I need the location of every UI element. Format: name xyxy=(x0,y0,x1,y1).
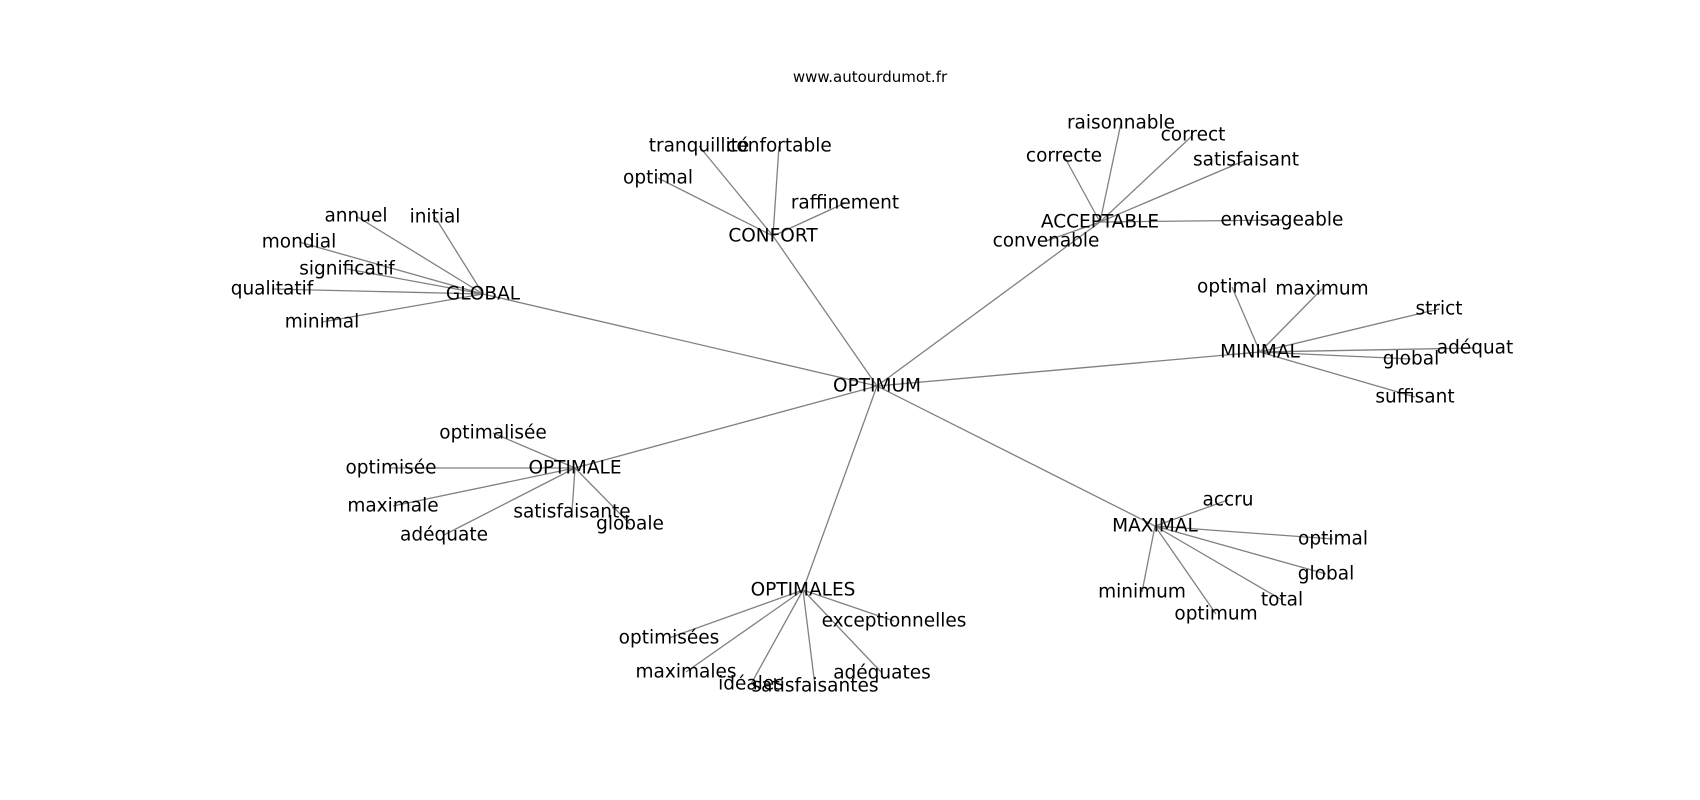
leaf-node: tranquillité xyxy=(649,136,750,157)
edge-minimal-2 xyxy=(1259,308,1440,353)
edge-minimal-1 xyxy=(1259,288,1323,353)
leaf-node: adéquates xyxy=(833,663,931,684)
leaf-node: exceptionnelles xyxy=(822,611,967,632)
edge-optimales-0 xyxy=(802,589,895,622)
hub-node-global: GLOBAL xyxy=(446,284,521,305)
leaf-node: correct xyxy=(1161,125,1226,146)
edge-optimale-2 xyxy=(392,467,576,507)
leaf-node: idéales xyxy=(718,674,784,695)
edge-optimale-3 xyxy=(571,467,576,513)
leaf-node: satisfaisante xyxy=(513,502,630,523)
edge-confort-0 xyxy=(698,145,774,237)
leaf-node: minimum xyxy=(1098,582,1186,603)
leaf-node: qualitatif xyxy=(231,279,314,300)
leaf-node: raffinement xyxy=(791,193,899,214)
leaf-node: global xyxy=(1383,349,1439,370)
edge-global-1 xyxy=(434,216,484,295)
hub-node-acceptable: ACCEPTABLE xyxy=(1041,212,1159,233)
edge-center-minimal xyxy=(876,351,1261,387)
leaf-node: optimal xyxy=(1197,277,1267,298)
hub-node-minimal: MINIMAL xyxy=(1220,342,1300,363)
edge-acceptable-5 xyxy=(1045,221,1101,242)
edge-minimal-4 xyxy=(1259,351,1412,360)
edge-maximal-0 xyxy=(1154,499,1229,527)
edge-acceptable-1 xyxy=(1099,134,1194,223)
edge-confort-3 xyxy=(772,202,846,237)
edge-optimales-4 xyxy=(802,589,816,687)
leaf-node: mondial xyxy=(262,232,336,253)
edge-maximal-1 xyxy=(1154,525,1334,540)
leaf-node: optimalisée xyxy=(439,423,547,444)
leaf-node: total xyxy=(1261,590,1303,611)
edge-minimal-0 xyxy=(1231,286,1261,353)
hub-node-optimales: OPTIMALES xyxy=(751,580,856,601)
edge-confort-1 xyxy=(772,145,780,237)
leaf-node: raisonnable xyxy=(1067,113,1175,134)
edge-maximal-4 xyxy=(1141,525,1156,593)
edge-optimales-3 xyxy=(750,589,804,685)
edge-global-5 xyxy=(321,293,484,323)
edge-optimale-5 xyxy=(443,467,576,536)
leaf-node: optimal xyxy=(623,168,693,189)
edge-maximal-3 xyxy=(1154,525,1283,601)
hub-node-confort: CONFORT xyxy=(728,226,818,247)
leaf-node: globale xyxy=(596,514,664,535)
edge-center-confort xyxy=(772,235,878,387)
leaf-node: satisfaisantes xyxy=(752,676,879,697)
edge-confort-2 xyxy=(657,177,774,237)
edge-optimale-0 xyxy=(492,432,576,469)
center-node: OPTIMUM xyxy=(833,376,921,397)
edge-maximal-5 xyxy=(1154,525,1217,615)
edge-optimales-1 xyxy=(668,589,804,639)
graph-labels: www.autourdumot.fr OPTIMUM GLOBAL annuel in… xyxy=(231,68,1514,697)
leaf-node: suffisant xyxy=(1375,387,1454,408)
edge-global-3 xyxy=(346,268,484,295)
edge-minimal-3 xyxy=(1259,347,1476,353)
leaf-node: confortable xyxy=(726,136,832,157)
leaf-node: satisfaisant xyxy=(1193,150,1299,171)
leaf-node: strict xyxy=(1415,299,1462,320)
leaf-node: annuel xyxy=(324,206,387,227)
edge-maximal-2 xyxy=(1154,525,1327,575)
edge-center-optimales xyxy=(802,385,878,591)
hub-node-maximal: MAXIMAL xyxy=(1112,516,1198,537)
leaf-node: accru xyxy=(1202,490,1253,511)
edge-optimales-2 xyxy=(685,589,804,673)
leaf-node: significatif xyxy=(299,259,395,280)
leaf-node: convenable xyxy=(993,231,1100,252)
edge-center-acceptable xyxy=(876,221,1101,387)
graph-edges xyxy=(271,122,1476,687)
leaf-node: optimum xyxy=(1174,604,1257,625)
leaf-node: global xyxy=(1298,564,1354,585)
source-url: www.autourdumot.fr xyxy=(793,68,948,86)
edge-acceptable-2 xyxy=(1063,155,1101,223)
leaf-node: minimal xyxy=(285,312,360,333)
hub-node-optimale: OPTIMALE xyxy=(528,458,621,479)
edge-minimal-5 xyxy=(1259,351,1416,398)
edge-center-maximal xyxy=(876,385,1156,527)
edge-global-0 xyxy=(355,215,484,295)
leaf-node: optimisées xyxy=(619,628,720,649)
leaf-node: envisageable xyxy=(1221,210,1344,231)
edge-optimale-4 xyxy=(574,467,631,525)
edge-acceptable-3 xyxy=(1099,159,1247,223)
edge-acceptable-0 xyxy=(1099,122,1122,223)
edge-acceptable-4 xyxy=(1099,219,1283,223)
leaf-node: adéquat xyxy=(1437,338,1514,359)
leaf-node: maximale xyxy=(347,496,438,517)
leaf-node: initial xyxy=(410,207,461,228)
edge-center-global xyxy=(482,293,878,387)
leaf-node: correcte xyxy=(1026,146,1102,167)
leaf-node: optimisée xyxy=(345,458,436,479)
edge-global-4 xyxy=(271,288,484,295)
edge-optimales-5 xyxy=(802,589,883,674)
leaf-node: maximum xyxy=(1275,279,1368,300)
edge-global-2 xyxy=(298,241,484,295)
leaf-node: adéquate xyxy=(400,525,488,546)
leaf-node: maximales xyxy=(636,662,737,683)
edge-center-optimale xyxy=(574,385,878,469)
leaf-node: optimal xyxy=(1298,529,1368,550)
